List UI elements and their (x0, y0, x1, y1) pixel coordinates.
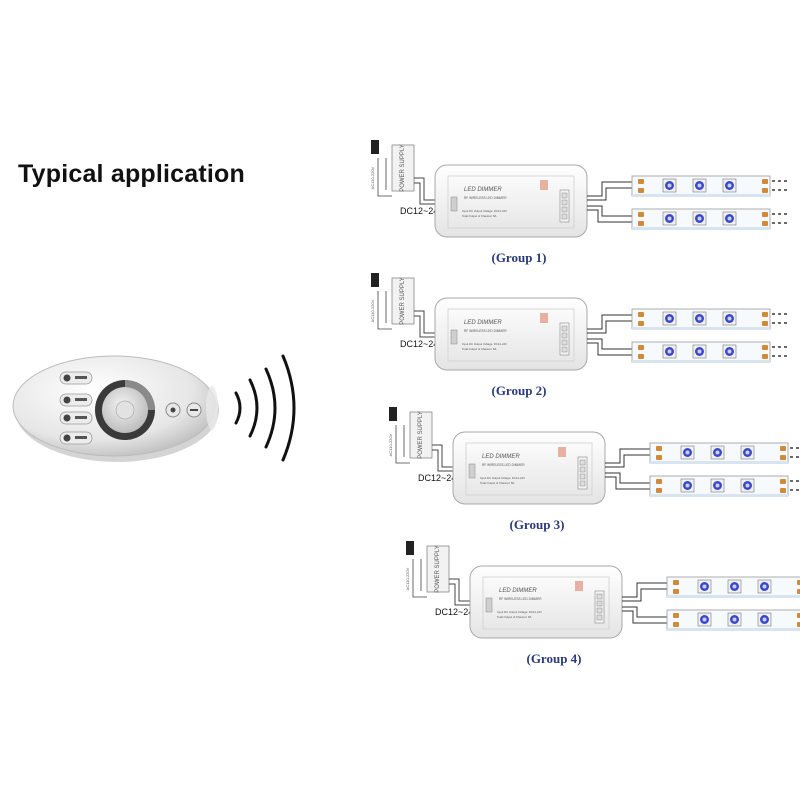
dimmer-subtitle: RF WIRELESS LED DIMMER (499, 597, 542, 601)
power-supply-input-label: AC110-220V (370, 166, 375, 189)
supply-voltage-label: DC12~24V (400, 339, 444, 349)
dimmer-spec-1: Input DC Output Voltage: DC12-24V (462, 209, 507, 213)
wireless-signal-icon (234, 354, 296, 462)
dimmer-title: LED DIMMER (464, 187, 502, 193)
group-label: (Group 3) (509, 517, 564, 532)
led-strip-1 (649, 442, 800, 464)
led-dimmer: LED DIMMER RF WIRELESS LED DIMMER Input DC… (434, 297, 588, 371)
power-supply-input-label: AC110-220V (405, 567, 410, 590)
group-label: (Group 1) (491, 250, 546, 265)
power-supply-input-label: AC110-220V (388, 433, 393, 456)
led-dimmer: LED DIMMER RF WIRELESS LED DIMMER Input DC… (469, 565, 623, 639)
remote-touch-wheel (95, 380, 155, 440)
supply-voltage-label: DC12~24V (435, 607, 479, 617)
dimmer-title: LED DIMMER (464, 320, 502, 326)
led-strip-2 (631, 341, 790, 363)
dimmer-subtitle: RF WIRELESS LED DIMMER (482, 463, 525, 467)
led-dimmer: LED DIMMER RF WIRELESS LED DIMMER Input DC… (452, 431, 606, 505)
dimmer-spec-2: Total Output of Channel: 8A (497, 615, 531, 619)
led-strip-2 (631, 208, 790, 230)
power-supply: POWER SUPPLY AC110-220V (388, 407, 433, 464)
dimmer-spec-2: Total Output of Channel: 8A (462, 347, 496, 351)
dimmer-spec-1: Input DC Output Voltage: DC12-24V (497, 610, 542, 614)
dimmer-spec-1: Input DC Output Voltage: DC12-24V (462, 342, 507, 346)
led-strip-1 (631, 308, 790, 330)
power-supply-label: POWER SUPPLY (418, 411, 424, 459)
supply-voltage-label: DC12~24V (400, 206, 444, 216)
led-strip-1 (666, 576, 800, 598)
power-supply-input-label: AC110-220V (370, 299, 375, 322)
group-label: (Group 2) (491, 383, 546, 398)
dimmer-spec-2: Total Output of Channel: 8A (462, 214, 496, 218)
power-supply: POWER SUPPLY AC110-220V (370, 273, 415, 330)
power-supply-label: POWER SUPPLY (435, 545, 441, 593)
led-strip-2 (649, 475, 800, 497)
led-strip-1 (631, 175, 790, 197)
remote-control (12, 355, 219, 462)
dimmer-spec-1: Input DC Output Voltage: DC12-24V (480, 476, 525, 480)
dimmer-title: LED DIMMER (482, 454, 520, 460)
dimmer-subtitle: RF WIRELESS LED DIMMER (464, 329, 507, 333)
group-label: (Group 4) (526, 651, 581, 666)
dimmer-title: LED DIMMER (499, 588, 537, 594)
power-supply-label: POWER SUPPLY (400, 277, 406, 325)
supply-voltage-label: DC12~24V (418, 473, 462, 483)
power-supply-label: POWER SUPPLY (400, 144, 406, 192)
led-dimmer: LED DIMMER RF WIRELESS LED DIMMER Input DC… (434, 164, 588, 238)
remote-left-buttons (59, 371, 93, 445)
page-heading: Typical application (18, 160, 245, 188)
power-supply: POWER SUPPLY AC110-220V (370, 140, 415, 197)
power-supply: POWER SUPPLY AC110-220V (405, 541, 450, 598)
dimmer-subtitle: RF WIRELESS LED DIMMER (464, 196, 507, 200)
dimmer-spec-2: Total Output of Channel: 8A (480, 481, 514, 485)
led-strip-2 (666, 609, 800, 631)
